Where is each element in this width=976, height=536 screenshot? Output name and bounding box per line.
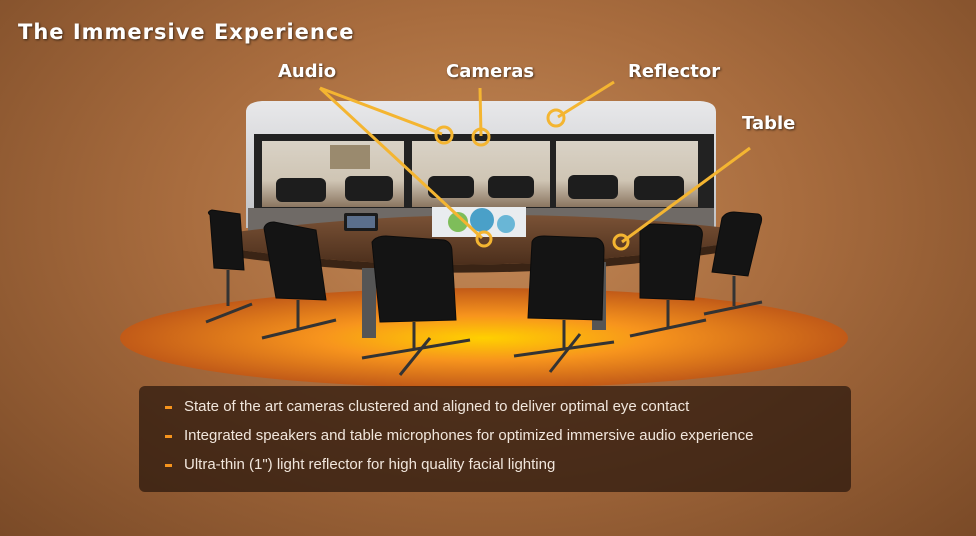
bullet-dash-icon (165, 464, 172, 467)
floor-spotlight (120, 288, 848, 388)
chair (711, 211, 763, 277)
feature-list: State of the art cameras clustered and a… (139, 386, 851, 482)
bullet-dash-icon (165, 435, 172, 438)
callout-audio: Audio (278, 61, 337, 82)
callout-table: Table (742, 113, 796, 134)
chair (371, 235, 457, 323)
callout-reflector: Reflector (628, 61, 721, 82)
bullet-dash-icon (165, 406, 172, 409)
table-devices (344, 207, 526, 237)
feature-item: State of the art cameras clustered and a… (165, 395, 851, 424)
audio-line-table (318, 86, 484, 240)
reflector-line (557, 80, 615, 119)
chair (639, 223, 703, 301)
table-marker (612, 233, 630, 251)
chair (207, 209, 245, 271)
callout-cameras: Cameras (446, 61, 535, 82)
feature-item: Integrated speakers and table microphone… (165, 424, 851, 453)
feature-text: Integrated speakers and table microphone… (184, 427, 754, 444)
chair (527, 235, 605, 321)
callout-markers (434, 108, 630, 251)
chairs (205, 209, 763, 376)
feature-list-panel: State of the art cameras clustered and a… (139, 386, 851, 492)
chair (263, 221, 327, 301)
feature-text: State of the art cameras clustered and a… (184, 398, 690, 415)
audio-marker-table (475, 230, 493, 248)
reflector-marker (546, 108, 566, 128)
audio-marker-cameras (434, 125, 454, 145)
camera-marker (471, 127, 491, 147)
audio-line-cameras (319, 86, 443, 136)
feature-item: Ultra-thin (1") light reflector for high… (165, 453, 851, 482)
display-screens (262, 141, 698, 207)
table-line (621, 146, 751, 244)
slide-title: The Immersive Experience (18, 20, 355, 44)
feature-text: Ultra-thin (1") light reflector for high… (184, 456, 556, 473)
